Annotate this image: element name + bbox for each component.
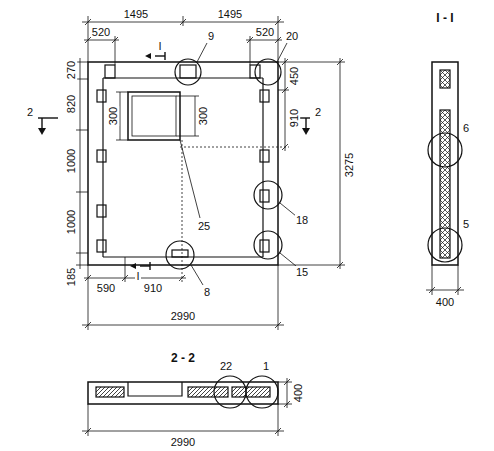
callout-number: 20 [285,30,299,42]
section-mark: 2 [26,106,34,118]
section-title: 2 - 2 [170,352,196,364]
dimension-label: 2990 [170,436,196,448]
dimension-label: 185 [65,267,77,287]
callout-number: 6 [462,122,470,134]
dimension-label: 820 [65,94,77,114]
dimension-label: 520 [255,26,275,38]
dimension-label: 590 [96,282,116,294]
dimension-label: 910 [143,282,163,294]
dimension-label: 910 [288,108,300,128]
dimension-label: 400 [292,383,304,403]
callout-number: 18 [295,214,309,226]
dimension-label: 400 [435,296,455,308]
dimension-label: 300 [107,106,119,126]
section-mark: 2 [314,106,322,118]
dimension-label: 1495 [217,8,243,20]
section-title: I - I [435,12,454,24]
callout-number: 22 [219,360,233,372]
dimension-label: 2990 [170,310,196,322]
dimension-label: 1000 [65,148,77,174]
dimension-label: 520 [91,26,111,38]
callout-number: 9 [207,30,215,42]
callout-number: 15 [295,266,309,278]
callout-number: 8 [203,286,211,298]
section-mark: I [135,270,140,282]
callout-number: 5 [462,218,470,230]
dimension-label: 1495 [123,8,149,20]
callout-number: 1 [262,360,270,372]
dimension-label: 3275 [343,152,355,178]
dimension-label: 450 [288,66,300,86]
section-mark: I [157,40,162,52]
dimension-label: 300 [197,106,209,126]
dimension-label: 270 [65,60,77,80]
callout-number: 25 [197,220,211,232]
dimension-label: 1000 [65,209,77,235]
